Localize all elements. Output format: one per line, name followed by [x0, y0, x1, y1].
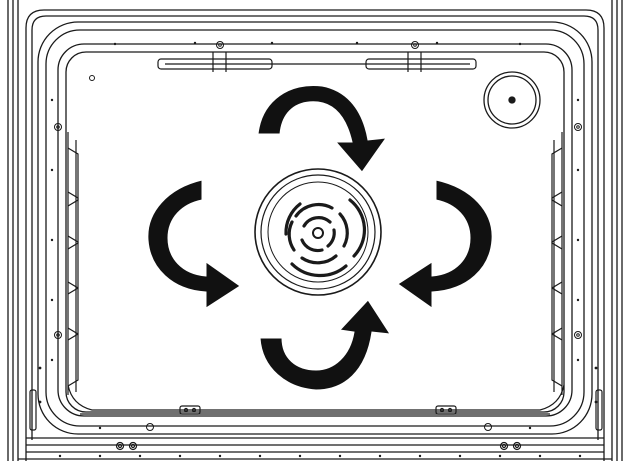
cavity-walls	[37, 21, 593, 435]
top-grill-rail	[157, 52, 477, 72]
bottom-strip-holes	[58, 454, 582, 458]
top-arrow	[257, 84, 388, 173]
bottom-front-strip	[18, 437, 612, 460]
bottom-arrow	[259, 299, 391, 391]
oven-lamp	[483, 71, 541, 129]
rim-screws	[54, 41, 582, 431]
bottom-screws-left	[115, 441, 138, 451]
fan-cover-vents	[284, 198, 367, 278]
left-shelf-rail	[67, 132, 565, 411]
airflow-arrows	[147, 84, 493, 391]
rim-rivets	[38, 41, 598, 430]
left-arrow	[147, 179, 241, 309]
oven-outer-frame	[7, 0, 623, 461]
right-shelf-rail	[551, 132, 563, 395]
right-arrow	[397, 179, 493, 309]
cavity-floor	[80, 405, 550, 415]
fan-cover	[254, 168, 382, 296]
lower-side-hinges	[29, 389, 603, 431]
bottom-screws-right	[499, 441, 522, 451]
